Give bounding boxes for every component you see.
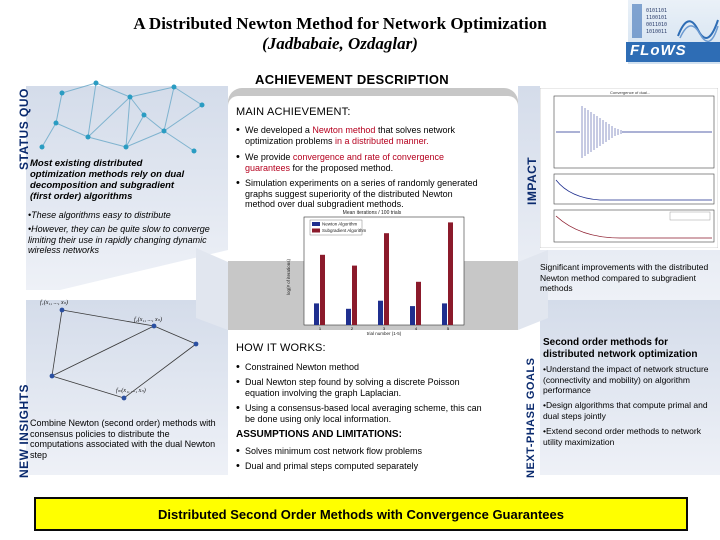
bullet-dot: • <box>236 124 240 136</box>
svg-text:0101101: 0101101 <box>646 8 667 14</box>
logo-text: FLoWS <box>630 42 687 59</box>
achievement-bullet-1-highlight: Newton method <box>312 125 376 135</box>
how-bullet-2-text: Dual Newton step found by solving a disc… <box>245 377 460 398</box>
svg-text:1100101: 1100101 <box>646 15 667 21</box>
next-phase-bullet-1: •Understand the impact of network struct… <box>543 364 709 395</box>
svg-text:0011010: 0011010 <box>646 22 667 28</box>
how-bullet-3-text: Using a consensus-based local averaging … <box>245 403 482 424</box>
bar-subgradient <box>320 254 325 325</box>
achievement-bullet-1-highlight-2: in a distributed manner. <box>335 135 429 146</box>
impact-text: Significant improvements with the distri… <box>540 262 709 293</box>
bullet-dot: • <box>236 445 240 457</box>
achievement-bullet-2-highlight: convergence and rate of convergence guar… <box>245 152 444 173</box>
bullet-dot: • <box>236 177 240 189</box>
assumption-1: • Solves minimum cost network flow proble… <box>236 446 490 457</box>
x-tick-label: 5 <box>447 326 450 331</box>
iterations-bar-chart: Mean iterations / 100 trials Newton Algo… <box>286 210 465 336</box>
bar-subgradient <box>384 233 389 325</box>
achievement-bullet-1-pre: We developed a <box>245 125 313 135</box>
achievement-header: ACHIEVEMENT DESCRIPTION <box>255 72 449 87</box>
convergence-plots: Convergence of dual... <box>540 88 718 248</box>
x-tick-label: 2 <box>351 326 354 331</box>
next-phase-label: NEXT-PHASE GOALS <box>525 357 537 478</box>
legend-subgradient: Subgradient Algorithm <box>322 228 367 233</box>
agents-diagram: f₁(x₁, ..., xₙ) f₂(x₁, ..., xₙ) fₘ(x₁, .… <box>40 299 199 401</box>
bar-subgradient <box>416 281 421 325</box>
legend-newton: Newton Algorithm <box>322 222 358 227</box>
next-phase-bullet-2: •Design algorithms that compute primal a… <box>543 400 708 421</box>
footer-banner: Distributed Second Order Methods with Co… <box>34 497 688 531</box>
achievement-bullet-3: • Simulation experiments on a series of … <box>236 178 485 210</box>
agent-f2-label: f₂(x₁, ..., xₙ) <box>134 316 162 323</box>
bar-subgradient <box>448 222 453 325</box>
achievement-bullet-1: • We developed a Newton method that solv… <box>236 125 485 146</box>
assumptions-heading: ASSUMPTIONS AND LIMITATIONS: <box>236 429 402 440</box>
bar-subgradient <box>352 265 357 325</box>
bullet-dot: • <box>236 460 240 472</box>
bar-newton <box>378 300 383 325</box>
main-achievement-heading: MAIN ACHIEVEMENT: <box>236 106 351 118</box>
bullet-dot: • <box>236 361 240 373</box>
bullet-dot: • <box>236 402 240 414</box>
title-authors: (Jadbabaie, Ozdaglar) <box>262 34 418 53</box>
achievement-bullet-1-post: that solves network optimization problem… <box>245 125 455 146</box>
logo-band <box>626 42 720 62</box>
bar-newton <box>314 303 319 325</box>
bar-newton <box>410 306 415 325</box>
how-it-works-heading: HOW IT WORKS: <box>236 342 326 354</box>
chart-xlabel: trial number (1-5) <box>367 331 402 336</box>
achievement-bullet-2-post: for the proposed method. <box>290 162 394 173</box>
assumption-1-text: Solves minimum cost network flow problem… <box>245 446 423 456</box>
x-tick-label: 1 <box>319 326 322 331</box>
x-tick-label: 3 <box>383 326 386 331</box>
new-insights-text: Combine Newton (second order) methods wi… <box>30 418 216 460</box>
agent-fm-label: fₘ(x₁, ..., xₙ) <box>116 387 146 394</box>
how-bullet-1: • Constrained Newton method <box>236 362 490 373</box>
bullet-dot: • <box>236 376 240 388</box>
how-it-works-panel <box>228 330 518 505</box>
achievement-bullet-3-text: Simulation experiments on a series of ra… <box>245 178 478 209</box>
title-line: A Distributed Newton Method for Network … <box>133 14 547 33</box>
new-insights-label: NEW INSIGHTS <box>17 383 31 478</box>
bullet-dot: • <box>236 151 240 163</box>
agent-f1-label: f₁(x₁, ..., xₙ) <box>40 299 68 306</box>
assumption-2-text: Dual and primal steps computed separatel… <box>245 461 419 471</box>
how-bullet-2: • Dual Newton step found by solving a dis… <box>236 377 490 398</box>
x-tick-label: 4 <box>415 326 418 331</box>
chart-ylabel: log(# of iterations) <box>286 258 291 295</box>
assumption-2: • Dual and primal steps computed separate… <box>236 461 490 472</box>
bar-newton <box>346 308 351 325</box>
bar-newton <box>442 303 447 325</box>
how-bullet-3: • Using a consensus-based local averaging… <box>236 403 490 424</box>
achievement-bullet-2: • We provide convergence and rate of con… <box>236 152 485 173</box>
next-phase-bullet-3: •Extend second order methods to network … <box>543 426 701 447</box>
status-quo-bullet-2: •However, they can be quite slow to conv… <box>28 224 210 255</box>
achievement-bullet-2-pre: We provide <box>245 152 293 162</box>
svg-text:1010011: 1010011 <box>646 29 667 35</box>
status-quo-bullet-1: •These algorithms easy to distribute <box>28 210 171 220</box>
page-title: A Distributed Newton Method for Network … <box>60 14 620 54</box>
network-graph-diagram <box>39 80 205 154</box>
status-quo-label: STATUS QUO <box>17 88 31 170</box>
status-quo-main: Most existing distributed optimization m… <box>30 158 185 202</box>
how-bullet-1-text: Constrained Newton method <box>245 362 360 372</box>
footer-text: Distributed Second Order Methods with Co… <box>158 506 564 522</box>
impact-label: IMPACT <box>525 156 539 205</box>
chart-title: Mean iterations / 100 trials <box>343 210 402 216</box>
svg-text:Convergence of dual...: Convergence of dual... <box>610 90 650 95</box>
next-phase-heading: Second order methods for distributed net… <box>543 337 698 360</box>
